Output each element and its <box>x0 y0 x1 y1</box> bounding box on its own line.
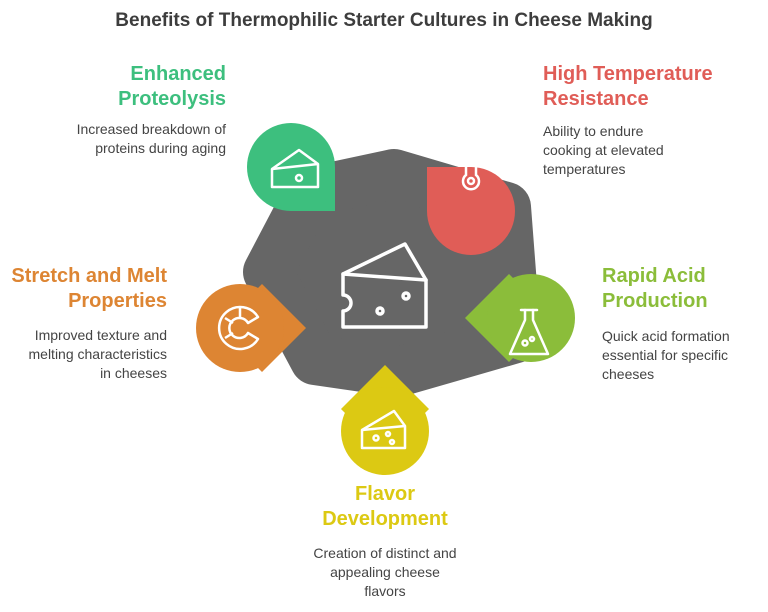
diagram-title: Benefits of Thermophilic Starter Culture… <box>115 10 653 31</box>
orange-node <box>196 284 306 372</box>
green-node <box>247 123 335 211</box>
thermometer-icon <box>461 144 487 191</box>
swiss-cheese-icon <box>360 409 407 450</box>
cheese-wedge-icon <box>341 242 428 329</box>
flask-icon <box>508 308 550 356</box>
red-node <box>427 144 515 255</box>
stretch-c-icon <box>217 305 260 351</box>
yellow-node <box>341 365 429 475</box>
cheese-block-icon <box>270 148 320 189</box>
lime-node <box>465 274 575 362</box>
